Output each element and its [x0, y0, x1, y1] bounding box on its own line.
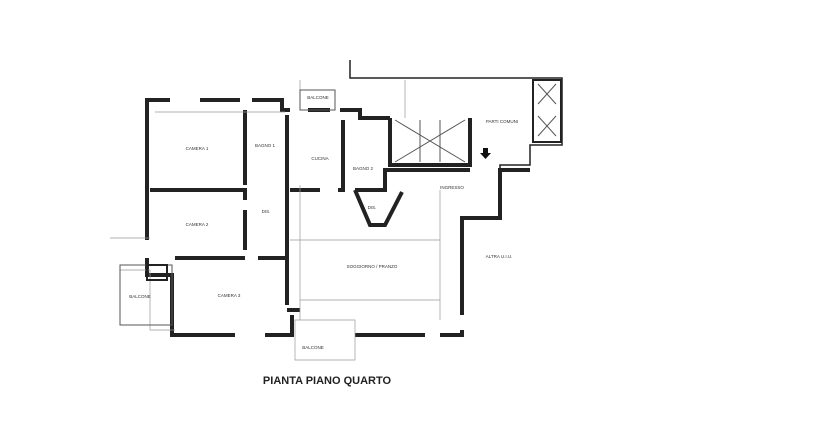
room-label-ingresso: INGRESSO — [440, 185, 464, 190]
elevator-shafts — [532, 79, 562, 143]
stairwell — [388, 118, 472, 167]
room-label-dis1: DIS. — [262, 209, 271, 214]
room-label-camera3: CAMERA 3 — [218, 293, 241, 298]
room-label-camera2: CAMERA 2 — [186, 222, 209, 227]
room-label-cucina: CUCINA — [311, 156, 328, 161]
room-label-balcone-bottom: BALCONE — [302, 345, 324, 350]
room-label-soggiorno: SOGGIORNO / PRANZO — [347, 264, 398, 269]
room-label-bagno2: BAGNO 2 — [353, 166, 374, 171]
room-label-camera1: CAMERA 1 — [186, 146, 209, 151]
interior-walls — [150, 110, 470, 305]
entrance-arrow-icon — [480, 148, 491, 159]
common-area-outline — [349, 60, 563, 215]
room-label-bagno1: BAGNO 1 — [255, 143, 276, 148]
room-label-balcone-left: BALCONE — [129, 294, 151, 299]
plan-title: PIANTA PIANO QUARTO — [263, 375, 392, 387]
room-label-dis2: DIS. — [368, 205, 377, 210]
room-label-parti-comuni: PARTI COMUNI — [486, 119, 518, 124]
room-label-balcone-top: BALCONE — [307, 95, 329, 100]
room-label-altra-ui: ALTRA U.I.U. — [486, 254, 513, 259]
